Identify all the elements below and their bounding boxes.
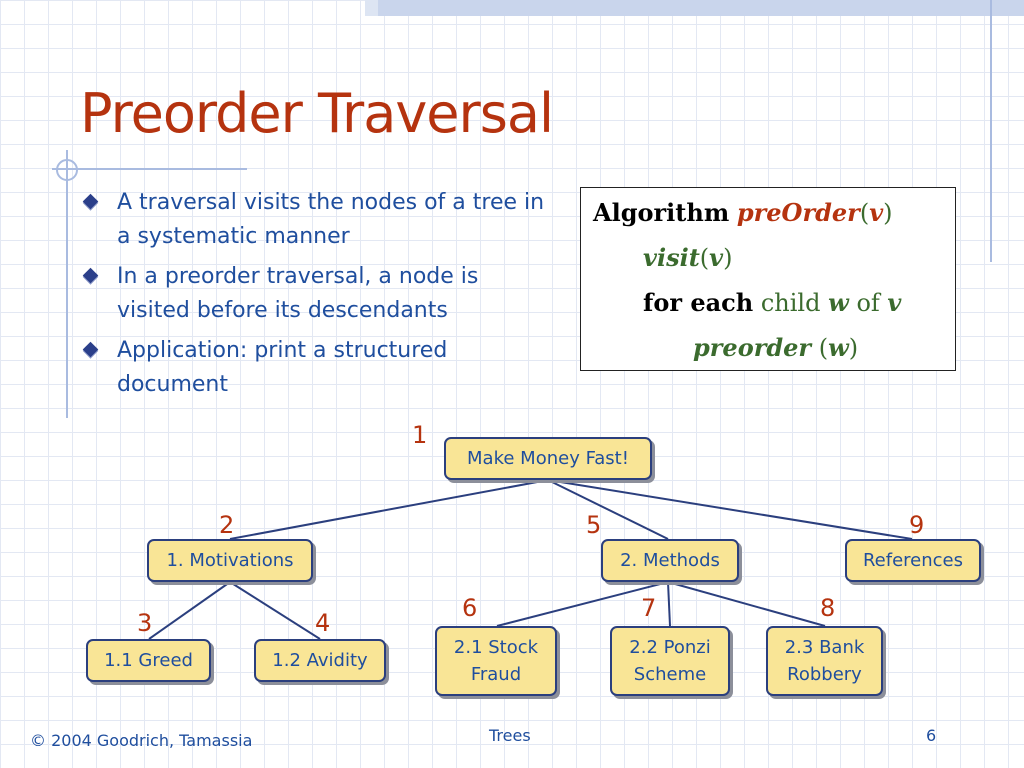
page-number: 6	[926, 726, 937, 745]
slide-title: Preorder Traversal	[80, 82, 554, 145]
header-band-light	[365, 0, 378, 16]
recursive-call: preorder	[693, 333, 812, 362]
tree-node-avidity: 1.2 Avidity	[254, 639, 386, 682]
tree-edge	[148, 581, 231, 640]
header-band	[378, 0, 1024, 16]
loop-word-child: child	[760, 289, 821, 317]
algorithm-param: v	[869, 198, 884, 227]
tree-node-ponzi-scheme: 2.2 Ponzi Scheme	[610, 626, 730, 696]
footer-copyright: © 2004 Goodrich, Tamassia	[30, 731, 253, 750]
algorithm-header: Algorithm preOrder(v)	[593, 198, 893, 227]
decor-line-title	[52, 168, 247, 170]
algorithm-visit-line: visit(v)	[643, 243, 732, 272]
loop-var-w: w	[828, 288, 849, 317]
loop-word-of: of	[856, 289, 880, 317]
bullet-text: In a preorder traversal, a node is visit…	[117, 264, 479, 323]
tree-edge	[547, 479, 913, 540]
algorithm-loop-line: for each child w of v	[643, 288, 901, 317]
decor-line-right	[990, 0, 992, 262]
paren-open: (	[699, 244, 710, 272]
for-each-keyword: for each	[643, 288, 754, 317]
visit-order-number: 6	[462, 594, 478, 622]
tree-edge	[547, 479, 669, 540]
visit-order-number: 5	[586, 511, 602, 539]
visit-order-number: 1	[412, 421, 428, 449]
decor-line-left	[66, 150, 68, 418]
paren-open: (	[818, 334, 829, 362]
footer-title: Trees	[489, 726, 531, 745]
paren-close: )	[848, 334, 859, 362]
paren-open: (	[859, 199, 870, 227]
paren-close: )	[883, 199, 893, 227]
visit-order-number: 8	[820, 594, 836, 622]
tree-node-bank-robbery: 2.3 Bank Robbery	[766, 626, 883, 696]
algorithm-keyword: Algorithm	[593, 198, 730, 227]
tree-edge	[667, 581, 671, 627]
tree-node-methods: 2. Methods	[601, 539, 739, 582]
bullet-text: A traversal visits the nodes of a tree i…	[117, 190, 545, 249]
recursive-arg: w	[828, 333, 849, 362]
bullet-text: Application: print a structured document	[117, 338, 448, 397]
visit-order-number: 2	[219, 511, 235, 539]
tree-edge	[229, 581, 321, 640]
tree-node-references: References	[845, 539, 981, 582]
bullet-item: In a preorder traversal, a node is visit…	[82, 260, 552, 328]
tree-node-root: Make Money Fast!	[444, 437, 652, 480]
tree-node-stock-fraud: 2.1 Stock Fraud	[435, 626, 557, 696]
paren-close: )	[723, 244, 733, 272]
algorithm-function-name: preOrder	[736, 198, 860, 227]
visit-call: visit	[643, 243, 700, 272]
visit-order-number: 3	[137, 609, 153, 637]
visit-order-number: 9	[909, 511, 925, 539]
bullet-list: A traversal visits the nodes of a tree i…	[82, 186, 552, 408]
tree-edge	[667, 581, 826, 627]
visit-order-number: 4	[315, 609, 331, 637]
decor-circle	[56, 159, 78, 181]
loop-var-v: v	[887, 288, 902, 317]
tree-node-greed: 1.1 Greed	[86, 639, 211, 682]
algorithm-box: Algorithm preOrder(v) visit(v) for each …	[580, 187, 956, 371]
visit-order-number: 7	[641, 594, 657, 622]
bullet-item: Application: print a structured document	[82, 334, 552, 402]
tree-edge	[496, 581, 669, 627]
tree-node-motivations: 1. Motivations	[147, 539, 313, 582]
algorithm-recursive-line: preorder (w)	[693, 333, 858, 362]
bullet-item: A traversal visits the nodes of a tree i…	[82, 186, 552, 254]
tree-edge	[229, 479, 549, 540]
visit-arg: v	[709, 243, 724, 272]
